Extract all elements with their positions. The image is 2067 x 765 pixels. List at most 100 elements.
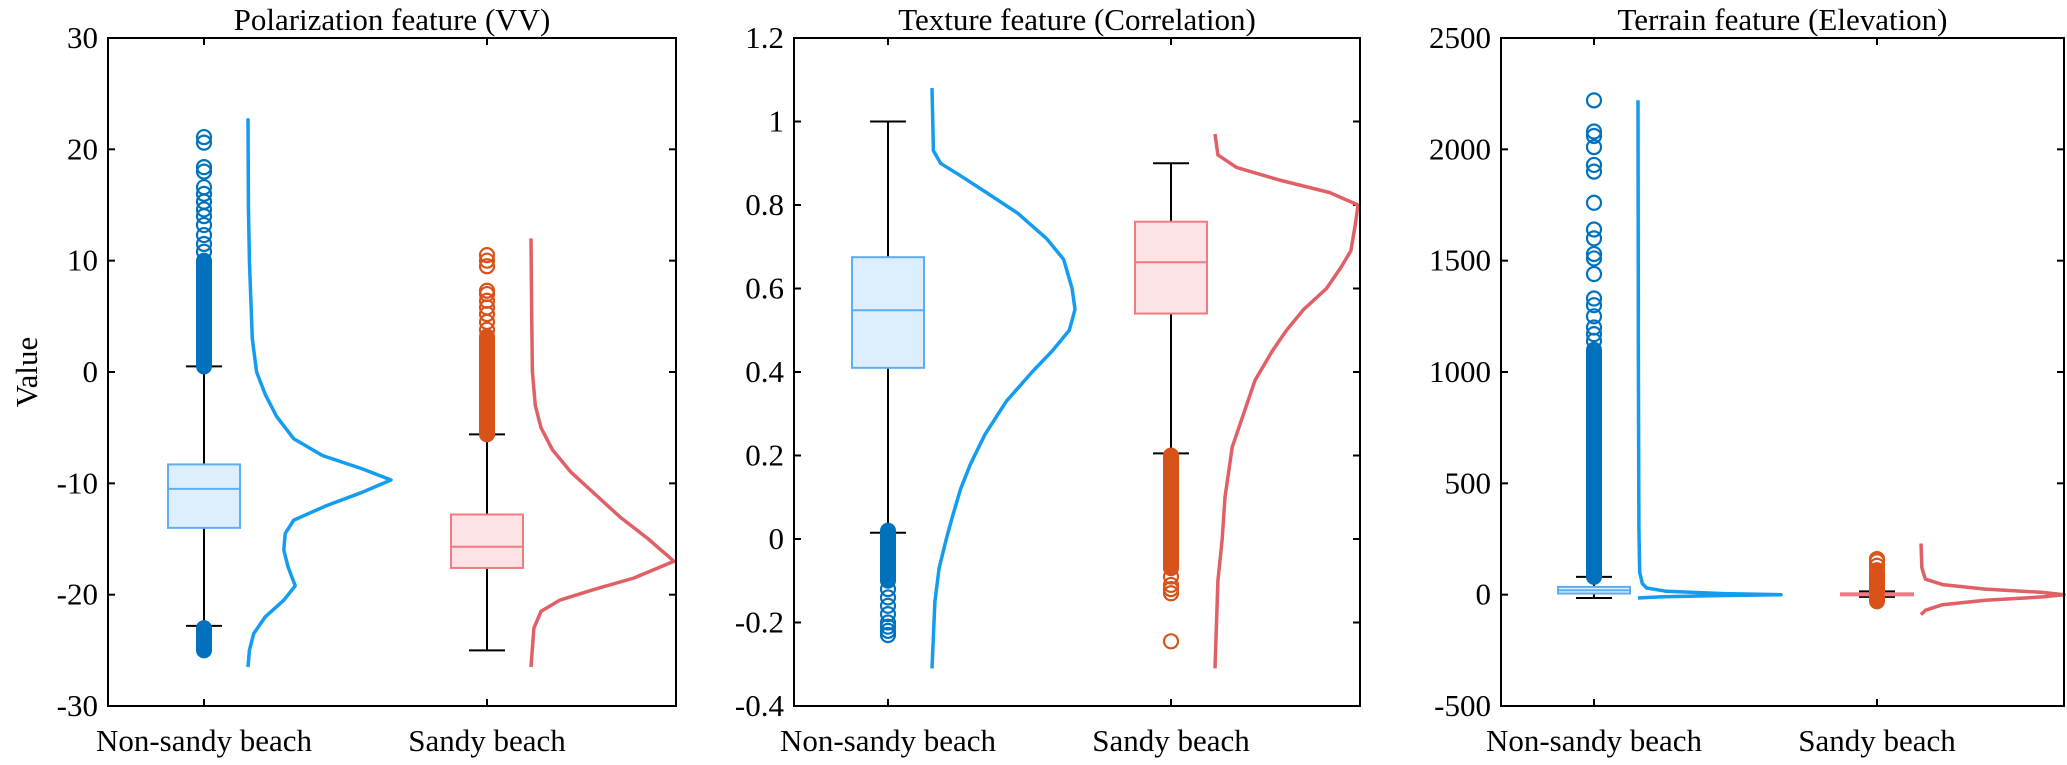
- series-non-sandy-beach: [851, 88, 1077, 669]
- kde-curve: [1919, 543, 2066, 616]
- y-tick-label: -10: [57, 465, 98, 500]
- kde-curve: [930, 88, 1077, 669]
- outlier-point: [195, 201, 213, 218]
- axes-frame: [1500, 37, 2065, 707]
- outlier-point: [1585, 127, 1603, 145]
- x-tick-label: Non-sandy beach: [96, 723, 313, 758]
- outlier-point: [195, 159, 213, 176]
- y-tick-label: 0.2: [745, 438, 784, 473]
- outlier-point: [478, 321, 496, 338]
- outlier-point: [478, 247, 496, 264]
- outlier-point: [195, 226, 213, 244]
- axes-frame: [793, 37, 1361, 707]
- outlier-point: [1585, 245, 1603, 263]
- y-tick-label: 1500: [1429, 243, 1491, 278]
- outlier-point: [1162, 568, 1180, 585]
- y-axis-label: Value: [9, 337, 44, 408]
- y-tick-label: 2000: [1429, 131, 1491, 166]
- outlier-point: [478, 252, 496, 269]
- outlier-cluster: [479, 328, 495, 443]
- x-tick-label: Non-sandy beach: [780, 723, 997, 758]
- outlier-point: [1585, 123, 1603, 140]
- outlier-point: [1585, 92, 1603, 109]
- outlier-point: [879, 606, 897, 623]
- outlier-cluster: [1586, 341, 1602, 585]
- series-non-sandy-beach: [1557, 92, 1783, 600]
- outlier-point: [879, 626, 897, 644]
- outlier-point: [1585, 221, 1603, 238]
- axes-frame: [107, 37, 677, 707]
- outlier-point: [195, 185, 213, 202]
- outlier-cluster: [196, 252, 212, 375]
- outlier-point: [1585, 156, 1603, 174]
- outlier-point: [879, 580, 897, 598]
- outlier-point: [1162, 633, 1180, 650]
- outlier-cluster: [880, 522, 896, 589]
- outlier-point: [195, 216, 213, 234]
- y-tick-label: 0: [1476, 577, 1492, 612]
- outlier-point: [478, 292, 496, 309]
- y-tick-label: 500: [1445, 465, 1492, 500]
- y-tick-label: 1: [769, 104, 785, 139]
- outlier-point: [1868, 557, 1886, 574]
- x-tick-label: Non-sandy beach: [1486, 723, 1703, 758]
- x-tick-label: Sandy beach: [1092, 723, 1250, 758]
- outlier-point: [1162, 576, 1180, 594]
- outlier-point: [1585, 308, 1603, 325]
- chart-title: Polarization feature (VV): [234, 2, 551, 37]
- box-iqr: [450, 513, 524, 569]
- outlier-point: [195, 243, 213, 260]
- outlier-point: [879, 622, 897, 639]
- outlier-cluster: [1163, 447, 1179, 577]
- box-iqr: [1134, 220, 1208, 315]
- chart-panel-2: Texture feature (Correlation)-0.4-0.200.…: [735, 2, 1361, 758]
- y-tick-label: -30: [57, 688, 98, 723]
- outlier-point: [1585, 326, 1603, 343]
- outlier-point: [1868, 550, 1886, 568]
- kde-curve: [1213, 133, 1360, 669]
- outlier-point: [1585, 290, 1603, 307]
- y-tick-label: -20: [57, 577, 98, 612]
- series-non-sandy-beach: [167, 118, 393, 668]
- y-tick-label: 2500: [1429, 20, 1491, 55]
- outlier-point: [478, 282, 496, 299]
- box-iqr: [851, 256, 925, 369]
- y-tick-label: 0: [83, 354, 99, 389]
- outlier-point: [195, 128, 213, 146]
- y-tick-label: 0.8: [745, 187, 784, 222]
- outlier-point: [195, 235, 213, 253]
- series-sandy-beach: [450, 238, 676, 668]
- chart-title: Terrain feature (Elevation): [1617, 2, 1947, 37]
- y-tick-label: 0.6: [745, 271, 784, 306]
- outlier-point: [1585, 297, 1603, 314]
- outlier-point: [195, 179, 213, 196]
- y-tick-label: -0.4: [735, 688, 785, 723]
- y-tick-label: -500: [1434, 688, 1491, 723]
- y-tick-label: 20: [67, 131, 98, 166]
- y-tick-label: 1.2: [745, 20, 784, 55]
- x-tick-label: Sandy beach: [408, 723, 566, 758]
- outlier-point: [1585, 319, 1603, 336]
- outlier-point: [879, 614, 897, 631]
- y-tick-label: 0.4: [745, 354, 784, 389]
- outlier-point: [1585, 194, 1603, 211]
- chart-panel-3: Terrain feature (Elevation)-500050010001…: [1429, 2, 2066, 758]
- chart-panel-1: Polarization feature (VV)-30-20-10010203…: [57, 2, 677, 758]
- outlier-point: [879, 618, 897, 635]
- outlier-point: [1585, 250, 1603, 267]
- y-tick-label: 0: [769, 521, 785, 556]
- y-tick-label: 30: [67, 20, 98, 55]
- outlier-point: [1585, 265, 1603, 283]
- outlier-point: [1585, 163, 1603, 180]
- outlier-cluster: [196, 620, 212, 659]
- outlier-point: [1585, 139, 1603, 156]
- outlier-point: [195, 163, 213, 180]
- box-iqr: [167, 463, 241, 529]
- outlier-point: [1162, 585, 1180, 602]
- outlier-point: [1162, 580, 1180, 598]
- x-tick-label: Sandy beach: [1798, 723, 1956, 758]
- kde-curve: [246, 118, 393, 668]
- outlier-point: [879, 597, 897, 614]
- outlier-cluster: [1869, 588, 1885, 610]
